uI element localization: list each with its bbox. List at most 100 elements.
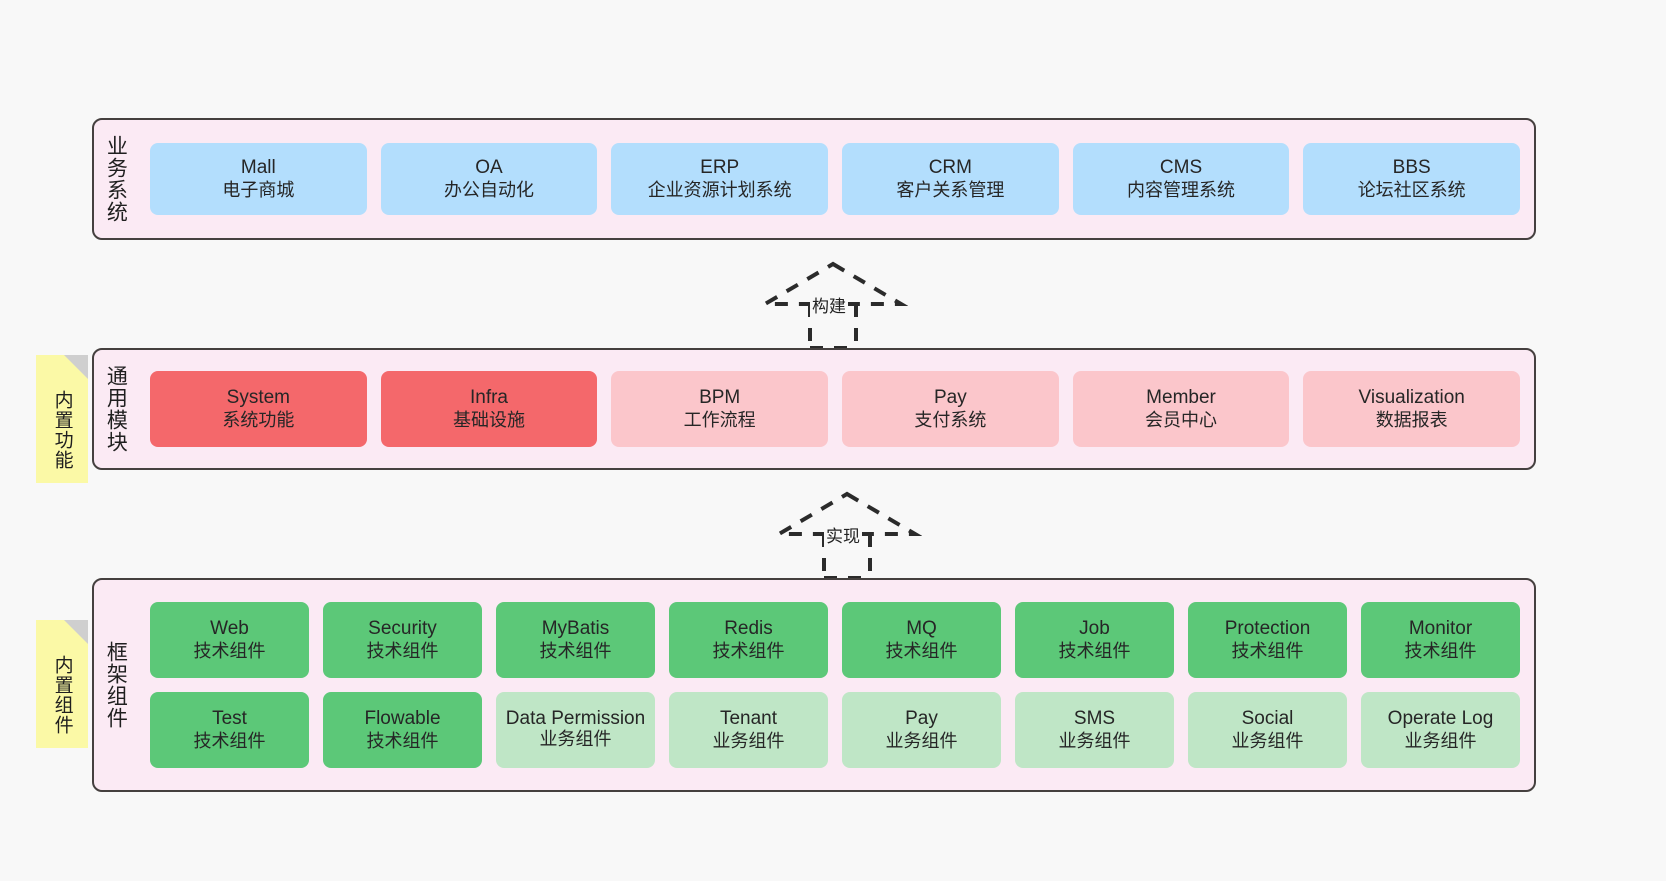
card-title: BPM <box>699 387 741 409</box>
card-mq[interactable]: MQ 技术组件 <box>842 602 1001 678</box>
card-bpm[interactable]: BPM 工作流程 <box>611 371 829 447</box>
card-subtitle: 系统功能 <box>222 409 295 430</box>
card-operate-log[interactable]: Operate Log 业务组件 <box>1361 692 1520 768</box>
card-title: OA <box>475 157 503 179</box>
note-fold-corner-icon <box>64 355 88 379</box>
card-system[interactable]: System 系统功能 <box>150 371 367 447</box>
layer-body-business-systems: Mall 电子商城 OA 办公自动化 ERP 企业资源计划系统 CRM 客户关系… <box>136 120 1534 238</box>
card-tenant[interactable]: Tenant 业务组件 <box>669 692 828 768</box>
layer-framework-components: 框架组件 Web 技术组件 Security 技术组件 MyBatis 技术组件… <box>92 578 1536 792</box>
card-title: SMS <box>1073 708 1116 730</box>
card-title: Pay <box>905 708 938 730</box>
card-title: Infra <box>469 387 509 409</box>
card-title: Web <box>210 618 249 640</box>
card-oa[interactable]: OA 办公自动化 <box>380 143 598 215</box>
card-title: Protection <box>1224 618 1311 640</box>
card-title: Social <box>1241 708 1294 730</box>
card-subtitle: 技术组件 <box>193 640 266 661</box>
card-title: MyBatis <box>541 618 610 640</box>
card-title: Pay <box>933 387 967 409</box>
card-pay-module[interactable]: Pay 支付系统 <box>842 371 1059 447</box>
card-pay-component[interactable]: Pay 业务组件 <box>842 692 1001 768</box>
card-subtitle: 支付系统 <box>914 409 987 430</box>
card-title: System <box>226 387 291 409</box>
card-crm[interactable]: CRM 客户关系管理 <box>842 143 1059 215</box>
card-bbs[interactable]: BBS 论坛社区系统 <box>1303 143 1521 215</box>
card-subtitle: 论坛社区系统 <box>1357 179 1466 200</box>
card-subtitle: 技术组件 <box>1404 640 1477 661</box>
card-flowable[interactable]: Flowable 技术组件 <box>323 692 482 768</box>
card-title: Member <box>1146 387 1216 409</box>
card-title: MQ <box>906 618 937 640</box>
card-protection[interactable]: Protection 技术组件 <box>1188 602 1347 678</box>
card-subtitle: 业务组件 <box>539 729 612 750</box>
connector-implement: 实现 <box>772 488 922 580</box>
layer-body-common-modules: System 系统功能 Infra 基础设施 BPM 工作流程 Pay 支付系统… <box>136 350 1534 468</box>
card-mall[interactable]: Mall 电子商城 <box>150 143 367 215</box>
card-web[interactable]: Web 技术组件 <box>150 602 309 678</box>
card-subtitle: 技术组件 <box>1231 640 1304 661</box>
card-title: Monitor <box>1408 618 1473 640</box>
card-subtitle: 技术组件 <box>366 730 439 751</box>
connector-build: 构建 <box>758 258 908 350</box>
card-subtitle: 业务组件 <box>1231 730 1304 751</box>
card-mybatis[interactable]: MyBatis 技术组件 <box>496 602 655 678</box>
card-title: Visualization <box>1358 387 1465 409</box>
note-fold-corner-icon <box>64 620 88 644</box>
card-cms[interactable]: CMS 内容管理系统 <box>1072 143 1290 215</box>
card-infra[interactable]: Infra 基础设施 <box>380 371 598 447</box>
card-subtitle: 业务组件 <box>1058 730 1131 751</box>
card-title: Mall <box>240 157 276 179</box>
card-title: CRM <box>928 157 972 179</box>
card-subtitle: 内容管理系统 <box>1127 179 1236 200</box>
note-builtin-features: 内置功能 <box>36 355 88 483</box>
card-title: Flowable <box>364 708 441 730</box>
connector-build-label: 构建 <box>810 292 848 317</box>
framework-row-technical: Web 技术组件 Security 技术组件 MyBatis 技术组件 Redi… <box>150 602 1520 678</box>
layer-body-framework-components: Web 技术组件 Security 技术组件 MyBatis 技术组件 Redi… <box>136 580 1534 790</box>
card-erp[interactable]: ERP 企业资源计划系统 <box>611 143 829 215</box>
card-member[interactable]: Member 会员中心 <box>1072 371 1290 447</box>
card-title: Security <box>368 618 437 640</box>
layer-title-common-modules: 通用模块 <box>104 365 128 453</box>
layer-title-business-systems: 业务系统 <box>104 135 128 223</box>
layer-common-modules: 通用模块 System 系统功能 Infra 基础设施 BPM 工作流程 Pay… <box>92 348 1536 470</box>
card-subtitle: 技术组件 <box>366 640 439 661</box>
card-social[interactable]: Social 业务组件 <box>1188 692 1347 768</box>
note-label: 内置组件 <box>51 655 73 735</box>
card-subtitle: 基础设施 <box>453 409 525 430</box>
card-subtitle: 电子商城 <box>222 179 295 200</box>
card-subtitle: 数据报表 <box>1375 409 1448 430</box>
card-subtitle: 业务组件 <box>712 730 785 751</box>
note-label: 内置功能 <box>51 390 73 470</box>
card-job[interactable]: Job 技术组件 <box>1015 602 1174 678</box>
card-security[interactable]: Security 技术组件 <box>323 602 482 678</box>
card-title: Job <box>1079 618 1110 640</box>
card-title: Redis <box>724 618 773 640</box>
card-subtitle: 工作流程 <box>683 409 756 430</box>
card-subtitle: 客户关系管理 <box>896 179 1005 200</box>
card-monitor[interactable]: Monitor 技术组件 <box>1361 602 1520 678</box>
card-subtitle: 技术组件 <box>885 640 958 661</box>
layer-title-framework-components: 框架组件 <box>104 641 128 729</box>
card-title: CMS <box>1159 157 1203 179</box>
card-sms[interactable]: SMS 业务组件 <box>1015 692 1174 768</box>
card-subtitle: 办公自动化 <box>444 179 534 200</box>
card-subtitle: 技术组件 <box>539 640 612 661</box>
layer-business-systems: 业务系统 Mall 电子商城 OA 办公自动化 ERP 企业资源计划系统 CRM… <box>92 118 1536 240</box>
card-subtitle: 技术组件 <box>1058 640 1131 661</box>
card-title: BBS <box>1392 157 1431 179</box>
card-subtitle: 技术组件 <box>712 640 785 661</box>
framework-row-business: Test 技术组件 Flowable 技术组件 Data Permission … <box>150 692 1520 768</box>
connector-implement-label: 实现 <box>824 522 862 547</box>
note-builtin-components: 内置组件 <box>36 620 88 748</box>
card-data-permission[interactable]: Data Permission 业务组件 <box>496 692 655 768</box>
card-subtitle: 业务组件 <box>885 730 958 751</box>
card-redis[interactable]: Redis 技术组件 <box>669 602 828 678</box>
card-visualization[interactable]: Visualization 数据报表 <box>1303 371 1521 447</box>
card-subtitle: 会员中心 <box>1145 409 1218 430</box>
card-title: Test <box>212 708 247 730</box>
card-test[interactable]: Test 技术组件 <box>150 692 309 768</box>
card-title: Data Permission <box>505 707 646 729</box>
